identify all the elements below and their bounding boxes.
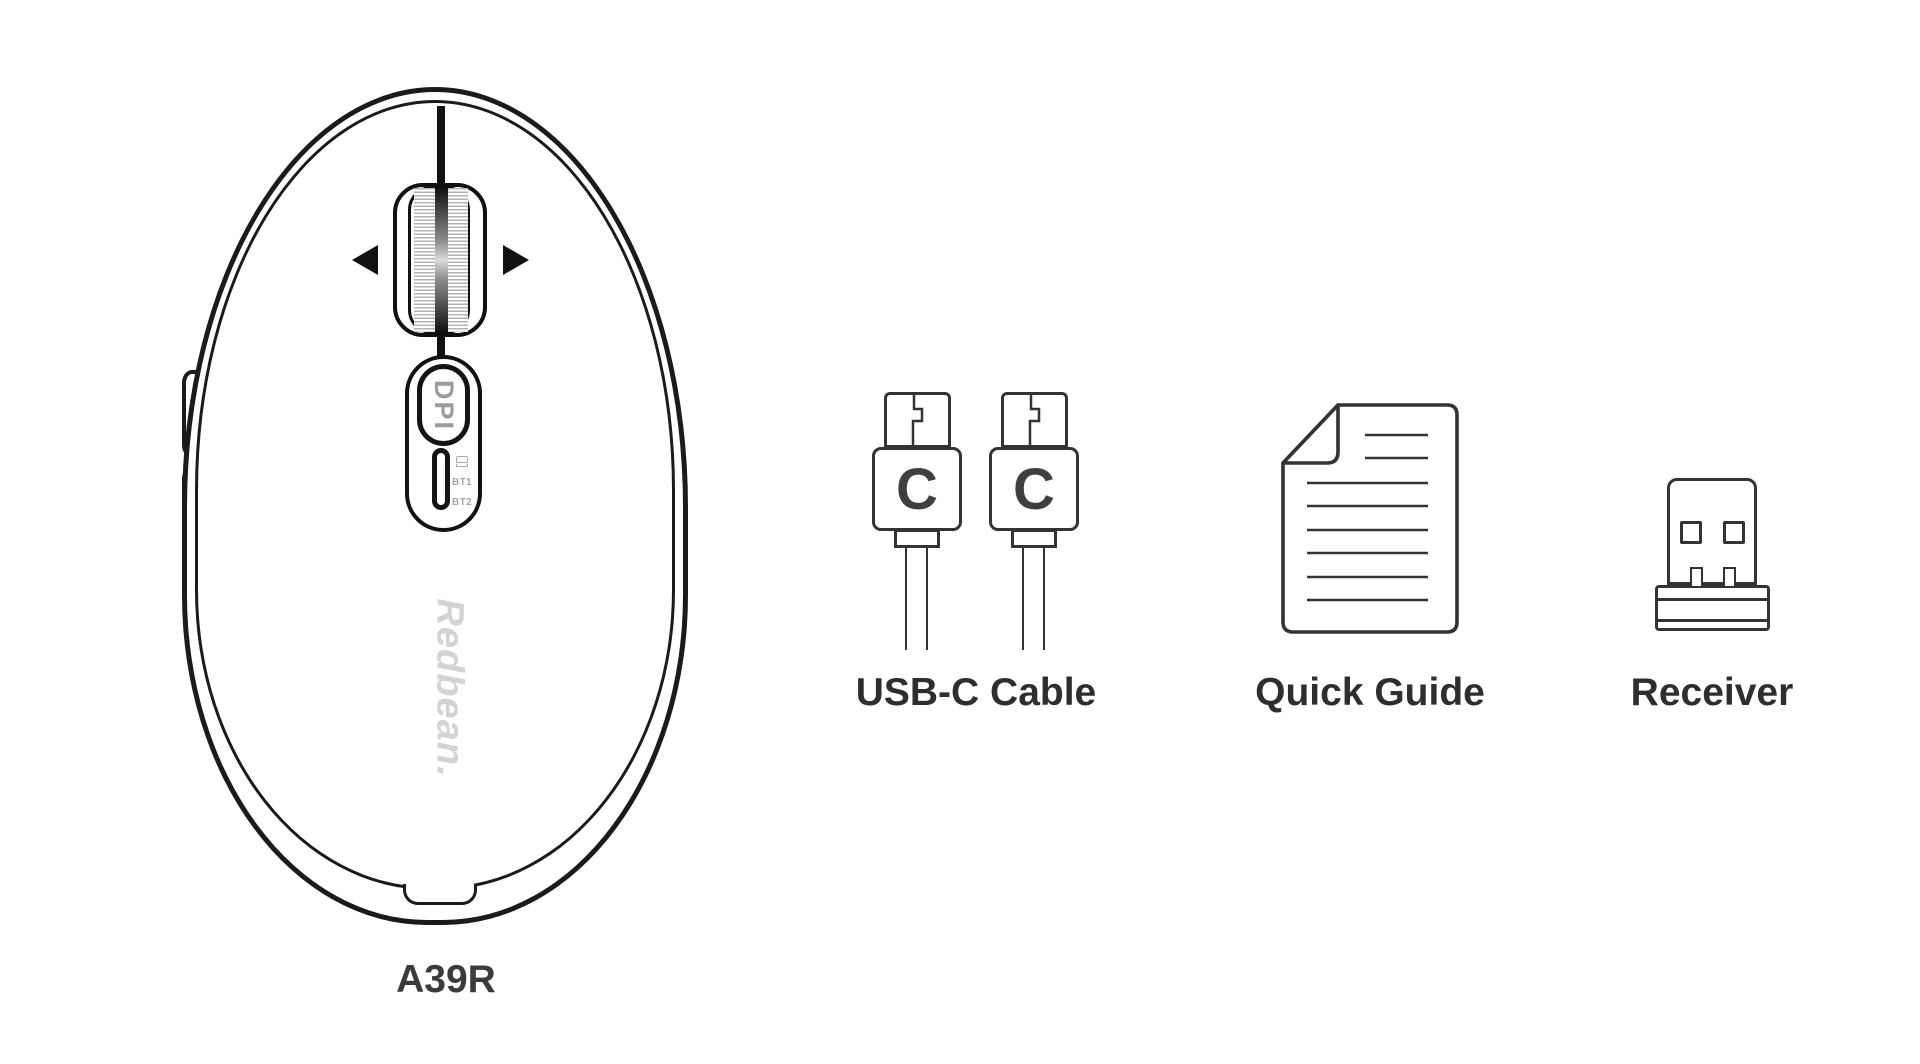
scroll-wheel-center-stripe <box>435 185 448 335</box>
usbc-connector-body: C <box>872 447 962 531</box>
mode-label-bt1: BT1 <box>452 477 473 488</box>
quick-guide-label: Quick Guide <box>1255 671 1485 714</box>
usbc-letter: C <box>896 456 938 522</box>
receiver-plug-tab <box>1690 567 1703 586</box>
usbc-connector-neck <box>1011 529 1057 548</box>
receiver-label: Receiver <box>1630 671 1794 714</box>
usbc-connector-neck <box>894 529 940 548</box>
mode-label-bt2: BT2 <box>452 497 473 508</box>
usbc-connector-tip <box>884 392 951 448</box>
usbc-cable-cord <box>1022 546 1045 650</box>
receiver-plug-hole <box>1680 521 1702 544</box>
receiver-base <box>1655 585 1770 631</box>
tilt-right-arrow-icon <box>503 245 529 275</box>
dpi-button-label: DPI <box>429 379 460 431</box>
mouse-model-label: A39R <box>396 958 496 1001</box>
receiver-base-line <box>1658 598 1767 601</box>
usbc-connector-body: C <box>989 447 1079 531</box>
receiver-plug-tab <box>1723 567 1736 586</box>
dpi-button: DPI <box>417 364 470 446</box>
mode-switch-slider <box>432 448 450 510</box>
usb-receiver-mode-icon <box>455 456 468 467</box>
usbc-letter: C <box>1013 456 1055 522</box>
mouse-button-seam-top <box>437 106 445 186</box>
receiver-plug-hole <box>1723 521 1745 544</box>
mouse-button-seam-bottom <box>437 334 445 358</box>
usbc-connector-tip <box>1001 392 1068 448</box>
tilt-left-arrow-icon <box>352 245 378 275</box>
usbc-cable-cord <box>905 546 928 650</box>
quick-guide-icon <box>1281 403 1459 639</box>
usb-cable-label: USB-C Cable <box>855 671 1097 714</box>
mouse-bottom-notch <box>403 884 477 905</box>
brand-logo: Redbean. <box>428 598 471 778</box>
receiver-base-line <box>1658 619 1767 622</box>
